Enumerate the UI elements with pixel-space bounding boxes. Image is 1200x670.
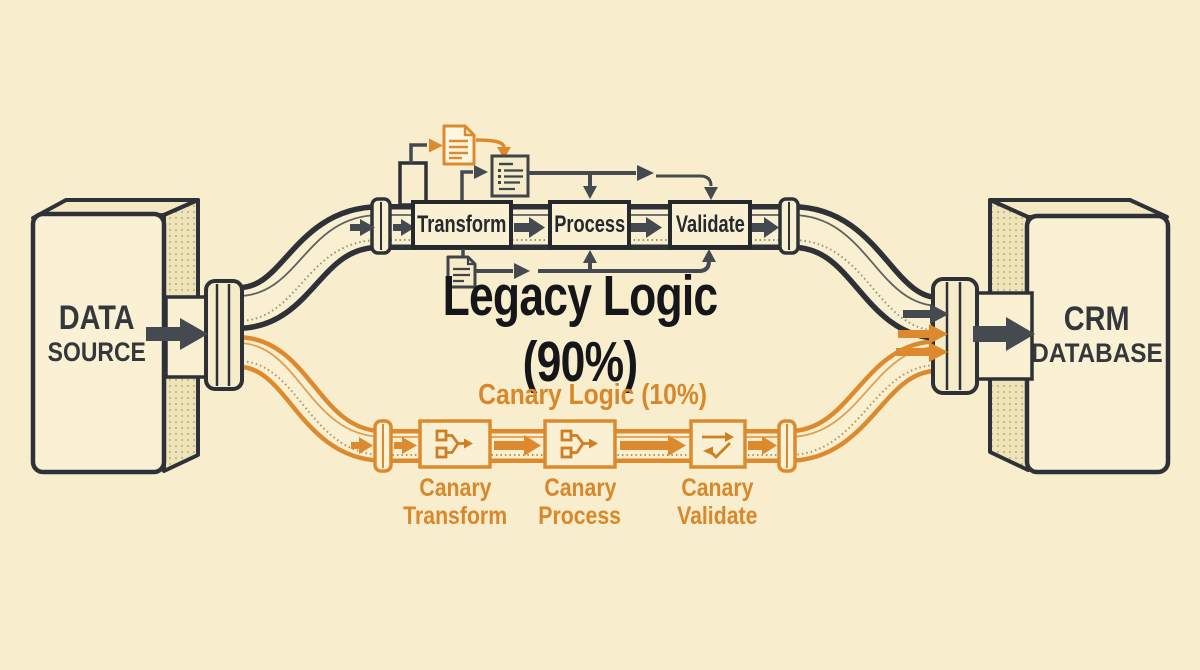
- gray-arrowhead: [637, 165, 654, 181]
- doc-to-doc-line: [475, 138, 506, 148]
- source-arrow: [146, 318, 208, 350]
- gray-up-arrowhead: [702, 249, 716, 262]
- legacy-stage-validate: Validate: [668, 200, 752, 249]
- pipe-arrow: [393, 219, 415, 236]
- transform-branch-annotations: [398, 124, 718, 289]
- canary-logic-title-text: Canary Logic (10%): [478, 378, 708, 411]
- pipe-arrow: [350, 219, 375, 236]
- legacy-stage-validate-label: Validate: [675, 210, 745, 238]
- pipe-flanges: [370, 197, 800, 473]
- canary-process-line2: Process: [538, 502, 622, 530]
- canary-validate-label: Canary Validate: [647, 472, 787, 532]
- data-source-label: DATA SOURCE: [17, 297, 177, 371]
- tap-to-doc-line: [409, 143, 427, 163]
- crm-line1: CRM: [1064, 300, 1130, 338]
- merge-arrow-orange: [898, 324, 948, 344]
- canary-process-line1: Canary: [543, 474, 617, 502]
- gray-down-arrowhead: [583, 186, 597, 199]
- legacy-logic-title-text: Legacy Logic (90%): [442, 264, 719, 394]
- branch-split-icon: [560, 429, 598, 459]
- crm-database-label: CRM DATABASE: [1017, 298, 1177, 372]
- legacy-stage-process: Process: [548, 200, 631, 249]
- canary-validate-line1: Canary: [680, 474, 754, 502]
- document-small-icon: [446, 255, 477, 289]
- crm-arrow: [973, 317, 1035, 351]
- data-source-box: [30, 198, 200, 475]
- canary-stage-box-validate: [689, 419, 747, 469]
- canary-arrow: [748, 436, 777, 455]
- canary-stage-box-transform: [418, 419, 492, 469]
- legacy-stage-transform-label: Transform: [417, 210, 507, 238]
- pipe-tap-stub: [398, 161, 428, 207]
- canary-validate-line2: Validate: [676, 502, 758, 530]
- pipe-coupling-left: [204, 279, 244, 391]
- legacy-stage-process-label: Process: [554, 210, 625, 238]
- box-to-doc-line: [460, 170, 473, 201]
- merge-arrow-orange: [896, 342, 948, 362]
- document-icon: [442, 124, 476, 166]
- canary-transform-label: Canary Transform: [385, 472, 525, 532]
- check-arrows-icon: [702, 432, 734, 459]
- canary-process-label: Canary Process: [510, 472, 650, 532]
- canary-transform-line1: Canary: [418, 474, 492, 502]
- merge-arrow-dark: [903, 304, 949, 324]
- pipe-arrow: [514, 217, 545, 238]
- data-source-line1: DATA: [59, 299, 135, 337]
- gray-up-arrowhead: [583, 250, 597, 263]
- canary-stage-boxes: [418, 419, 747, 469]
- gray-arrowhead: [514, 263, 530, 279]
- legacy-logic-title: Legacy Logic (90%): [330, 264, 830, 394]
- legacy-stage-transform: Transform: [411, 200, 513, 249]
- flow-arrows-dark: [146, 217, 1035, 351]
- canary-arrow: [620, 435, 686, 456]
- crm-line2: DATABASE: [1031, 338, 1163, 368]
- pipe-arrow: [750, 217, 779, 238]
- gray-down-arrowhead: [704, 187, 718, 200]
- orange-arrowhead: [429, 138, 443, 153]
- flow-arrows-orange: [351, 324, 948, 456]
- to-validate-line: [656, 174, 713, 187]
- bottom-feedback-line: [538, 260, 711, 273]
- orange-down-arrowhead: [497, 147, 511, 159]
- data-source-line2: SOURCE: [47, 337, 147, 367]
- canary-arrow: [494, 435, 541, 456]
- document-list-icon: [490, 154, 530, 198]
- canary-arrow: [351, 437, 373, 454]
- canary-transform-line2: Transform: [403, 502, 507, 530]
- canary-arrow: [394, 437, 417, 454]
- pipe-arrow: [631, 217, 662, 238]
- canary-logic-title: Canary Logic (10%): [443, 378, 743, 412]
- gray-arrowhead: [474, 165, 488, 179]
- canary-stage-box-process: [543, 419, 617, 469]
- branch-split-icon: [435, 429, 473, 459]
